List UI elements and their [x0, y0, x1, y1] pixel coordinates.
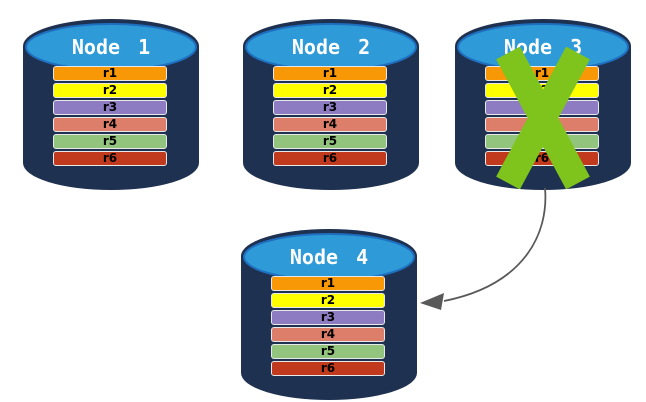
replica-bar-r4: r4	[53, 117, 167, 132]
replica-bar-r6: r6	[53, 151, 167, 166]
replica-bar-r2: r2	[53, 83, 167, 98]
replica-bar-r3: r3	[273, 100, 387, 115]
replica-bar-r1: r1	[271, 276, 385, 291]
replica-bar-r2: r2	[273, 83, 387, 98]
replica-bar-r5: r5	[53, 134, 167, 149]
node-title: Node 1	[71, 35, 151, 59]
replica-bar-r1: r1	[273, 66, 387, 81]
node-4: Node 4 r1 r2 r3 r4 r5 r6	[240, 218, 418, 402]
replica-bar-r4: r4	[273, 117, 387, 132]
replica-bar-r6: r6	[273, 151, 387, 166]
replica-list: r1 r2 r3 r4 r5 r6	[271, 276, 387, 378]
arrow-curve	[443, 187, 547, 302]
failure-cross-icon	[496, 47, 590, 189]
node-2: Node 2 r1 r2 r3 r4 r5 r6	[242, 8, 420, 192]
arrow-head	[420, 293, 444, 310]
replica-bar-r3: r3	[53, 100, 167, 115]
replica-bar-r1: r1	[53, 66, 167, 81]
node-1: Node 1 r1 r2 r3 r4 r5 r6	[22, 8, 200, 192]
replica-bar-r6: r6	[271, 361, 385, 376]
replica-bar-r3: r3	[271, 310, 385, 325]
replication-arrow	[420, 187, 547, 310]
replica-bar-r5: r5	[273, 134, 387, 149]
replica-list: r1 r2 r3 r4 r5 r6	[53, 66, 169, 168]
replica-list: r1 r2 r3 r4 r5 r6	[273, 66, 389, 168]
replica-bar-r5: r5	[271, 344, 385, 359]
node-title: Node 4	[289, 245, 369, 269]
replica-bar-r2: r2	[271, 293, 385, 308]
replica-bar-r4: r4	[271, 327, 385, 342]
node-title: Node 2	[291, 35, 371, 59]
